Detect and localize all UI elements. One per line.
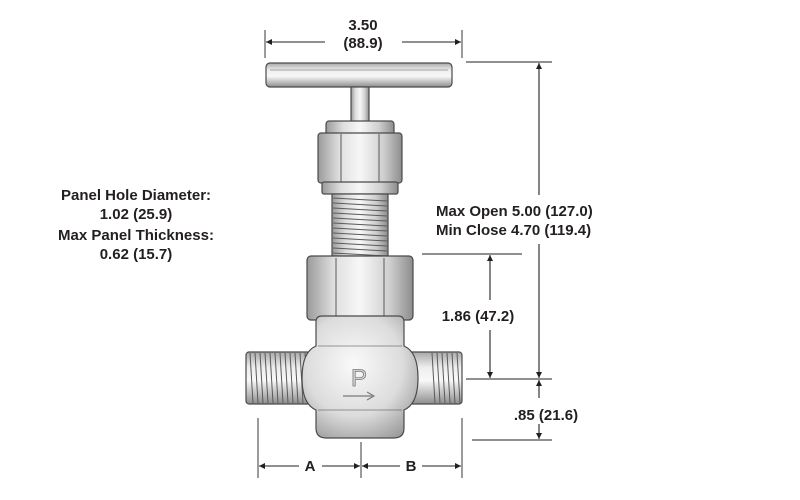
thread-line <box>259 352 264 404</box>
overall-width-in: 3.50 <box>348 17 377 34</box>
dimension-centerline-to-bottom: .85 (21.6) <box>472 380 578 441</box>
panel-hole-diameter-value: 1.02 (25.9) <box>100 206 173 223</box>
thread-line <box>284 352 289 404</box>
valve-body: P <box>301 315 419 439</box>
thread-line <box>254 352 259 404</box>
dimension-overall-height: Max Open 5.00 (127.0) Min Close 4.70 (11… <box>436 61 593 380</box>
max-panel-thickness-value: 0.62 (15.7) <box>100 246 173 263</box>
thread-line <box>431 352 436 404</box>
thread-line <box>456 352 461 404</box>
dimension-overall-width: 3.50 (88.9) <box>264 17 463 58</box>
outlet-end-b <box>403 351 463 405</box>
thread-line <box>332 232 388 237</box>
thread-line <box>279 352 284 404</box>
thread-line <box>289 352 294 404</box>
thread-line <box>332 222 388 227</box>
panel-nut-height-label: 1.86 (47.2) <box>442 308 515 325</box>
max-panel-thickness-label: Max Panel Thickness: <box>58 227 214 244</box>
thread-line <box>264 352 269 404</box>
end-a-label: A <box>305 458 316 475</box>
dimension-panel-nut-height: 1.86 (47.2) <box>422 253 522 378</box>
thread-line <box>332 212 388 217</box>
thread-line <box>451 352 456 404</box>
thread-line <box>332 197 388 202</box>
overall-width-mm: (88.9) <box>343 35 382 52</box>
end-b-label: B <box>406 458 417 475</box>
thread-line <box>269 352 274 404</box>
thread-line <box>274 352 279 404</box>
max-open-label: Max Open 5.00 (127.0) <box>436 203 593 220</box>
thread-line <box>332 217 388 222</box>
t-handle <box>265 62 453 124</box>
thread-line <box>441 352 446 404</box>
bonnet-threads <box>331 193 389 257</box>
thread-line <box>332 202 388 207</box>
thread-line <box>332 207 388 212</box>
flow-arrow-icon <box>343 391 376 401</box>
panel-hole-diameter-label: Panel Hole Diameter: <box>61 187 211 204</box>
thread-line <box>249 352 254 404</box>
thread-line <box>332 227 388 232</box>
panel-notes: Panel Hole Diameter: 1.02 (25.9) Max Pan… <box>58 187 214 263</box>
packing-nut <box>317 120 403 195</box>
thread-line <box>332 247 388 252</box>
thread-line <box>294 352 299 404</box>
centerline-to-bottom-label: .85 (21.6) <box>514 407 578 424</box>
valve-illustration: P <box>245 62 463 439</box>
panel-nut <box>306 255 414 321</box>
min-close-label: Min Close 4.70 (119.4) <box>436 222 591 239</box>
dimension-end-lengths: A B <box>257 418 463 478</box>
body-mark: P <box>351 365 367 392</box>
thread-line <box>436 352 441 404</box>
thread-line <box>332 237 388 242</box>
thread-line <box>446 352 451 404</box>
thread-line <box>332 242 388 247</box>
